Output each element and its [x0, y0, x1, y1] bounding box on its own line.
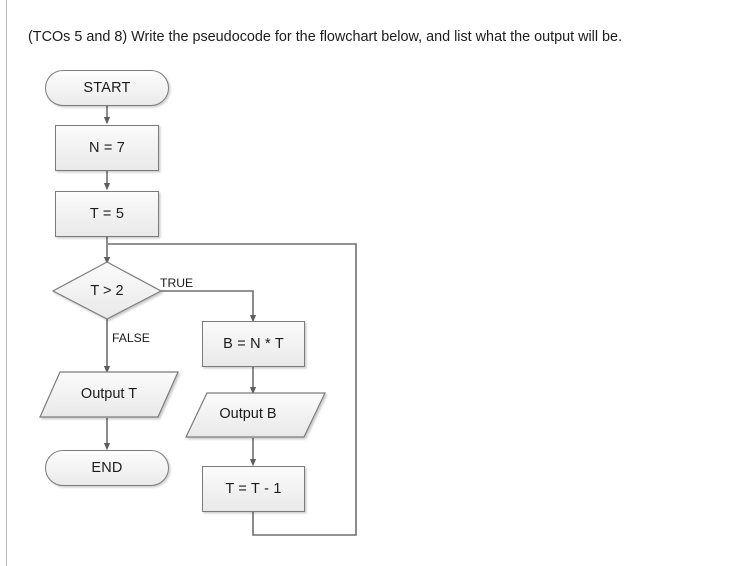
- node-init-t[interactable]: T = 5: [55, 191, 159, 237]
- node-decrement-t-label: T = T - 1: [225, 481, 282, 497]
- node-output-t-label: Output T: [80, 386, 138, 402]
- node-end-label: END: [91, 460, 123, 476]
- node-init-n-label: N = 7: [88, 140, 126, 156]
- output-t-node-shape: [39, 371, 179, 418]
- decision-node-shape: [51, 261, 163, 320]
- node-output-b-label: Output B: [219, 406, 277, 422]
- node-decision[interactable]: T > 2: [53, 277, 161, 305]
- node-start-label: START: [83, 80, 131, 96]
- node-output-t[interactable]: Output T: [49, 382, 169, 406]
- node-start[interactable]: START: [45, 70, 169, 106]
- edge-label-true: TRUE: [160, 276, 194, 290]
- node-init-n[interactable]: N = 7: [55, 125, 159, 171]
- output-b-node-shape: [185, 392, 326, 438]
- node-compute-b[interactable]: B = N * T: [202, 321, 305, 367]
- node-compute-b-label: B = N * T: [223, 336, 284, 352]
- edge-label-false: FALSE: [112, 331, 150, 345]
- node-output-b[interactable]: Output B: [188, 402, 308, 426]
- node-decrement-t[interactable]: T = T - 1: [202, 466, 305, 512]
- connector-decision-true-to-compute-b: [161, 290, 257, 323]
- node-decision-label: T > 2: [90, 283, 124, 299]
- node-init-t-label: T = 5: [89, 206, 125, 222]
- left-margin-rule: [6, 0, 7, 566]
- connector-loop-back-to-decision: [108, 243, 357, 536]
- node-end[interactable]: END: [45, 450, 169, 486]
- question-text: (TCOs 5 and 8) Write the pseudocode for …: [28, 29, 623, 45]
